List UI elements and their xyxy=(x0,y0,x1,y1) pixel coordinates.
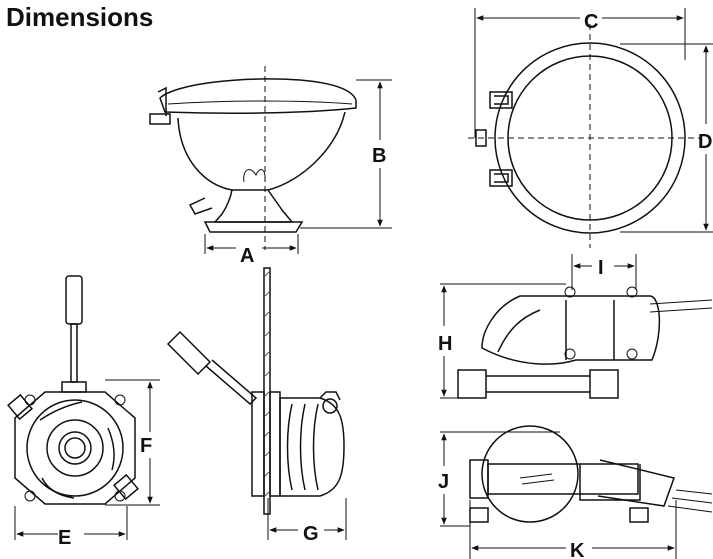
label-E: E xyxy=(58,527,71,549)
label-H: H xyxy=(438,333,452,355)
label-K: K xyxy=(570,540,585,559)
label-B: B xyxy=(372,145,386,167)
label-F: F xyxy=(140,435,152,457)
label-I: I xyxy=(598,257,604,279)
label-C: C xyxy=(584,11,598,33)
bowl-side-view xyxy=(440,254,713,399)
label-A: A xyxy=(240,245,254,267)
label-D: D xyxy=(698,131,712,153)
toilet-side-view xyxy=(149,66,392,254)
pump-side-view xyxy=(166,267,347,540)
seat-top-view xyxy=(468,8,713,248)
label-G: G xyxy=(303,523,319,545)
base-top-view xyxy=(440,425,713,559)
label-J: J xyxy=(438,471,449,493)
page-title: Dimensions xyxy=(6,2,154,32)
pump-front-view xyxy=(7,275,160,540)
